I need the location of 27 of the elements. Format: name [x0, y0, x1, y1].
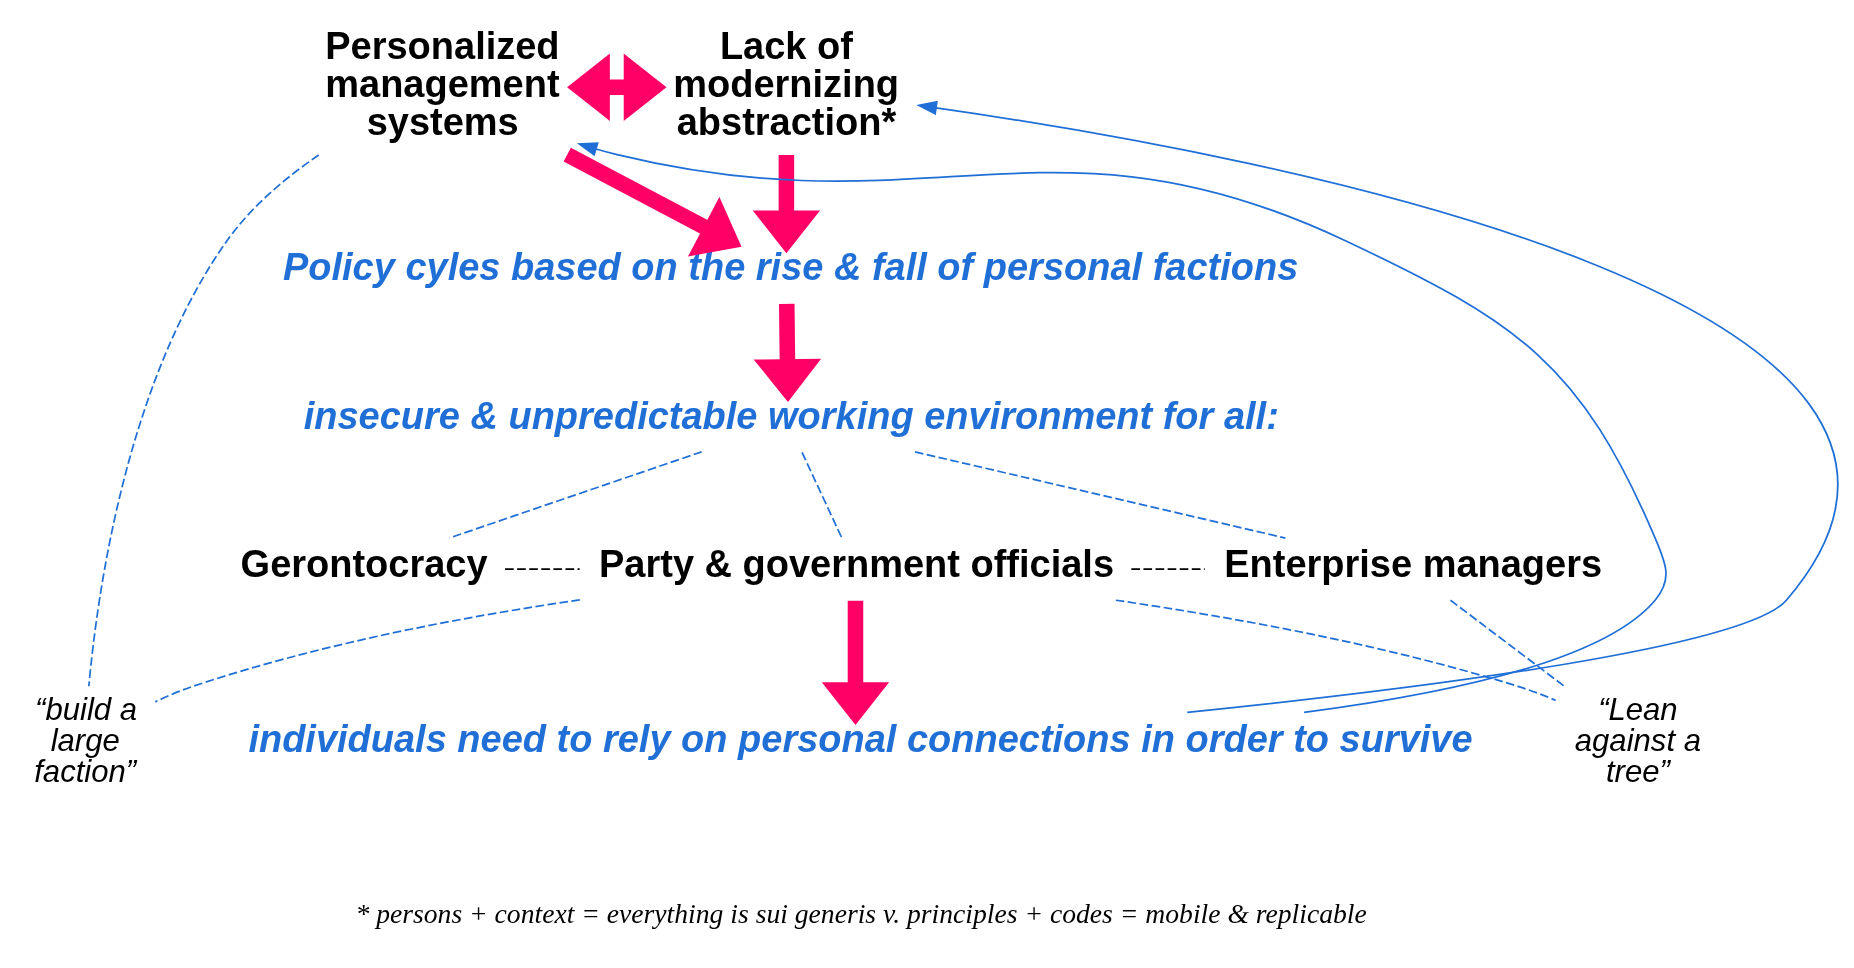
connector	[1130, 567, 1206, 570]
node-text: Enterprise managers	[1224, 542, 1603, 585]
connector	[88, 153, 320, 687]
arrow	[567, 53, 667, 121]
node-text: “build a large faction”	[34, 691, 138, 789]
arrow	[753, 303, 822, 402]
node-text: insecure & unpredictable working environment for all:	[303, 394, 1279, 437]
connector	[504, 567, 581, 570]
node-text: “Lean against a tree”	[1574, 691, 1701, 789]
connector	[1115, 598, 1557, 701]
node-text: individuals need to rely on personal connections in order to survive	[248, 717, 1473, 760]
arrow	[576, 141, 1667, 713]
node-text: Party & government officials	[599, 542, 1115, 585]
arrow	[752, 154, 821, 253]
arrow	[821, 600, 890, 725]
node-text: Personalized management systems	[325, 24, 560, 143]
node-text: Gerontocracy	[240, 542, 488, 585]
node-text: Policy cyles based on the rise & fall of personal factions	[282, 245, 1299, 288]
connector	[801, 451, 843, 539]
connector	[1449, 598, 1566, 687]
connector	[914, 450, 1287, 539]
arrow	[563, 147, 742, 256]
label: * persons + context = everything is sui generis v. principles + codes = mobile & replicable	[355, 897, 1367, 929]
arrow	[916, 100, 1837, 713]
connector	[154, 598, 581, 703]
connector	[448, 450, 703, 539]
node-text: Lack of modernizing abstraction*	[673, 24, 900, 143]
